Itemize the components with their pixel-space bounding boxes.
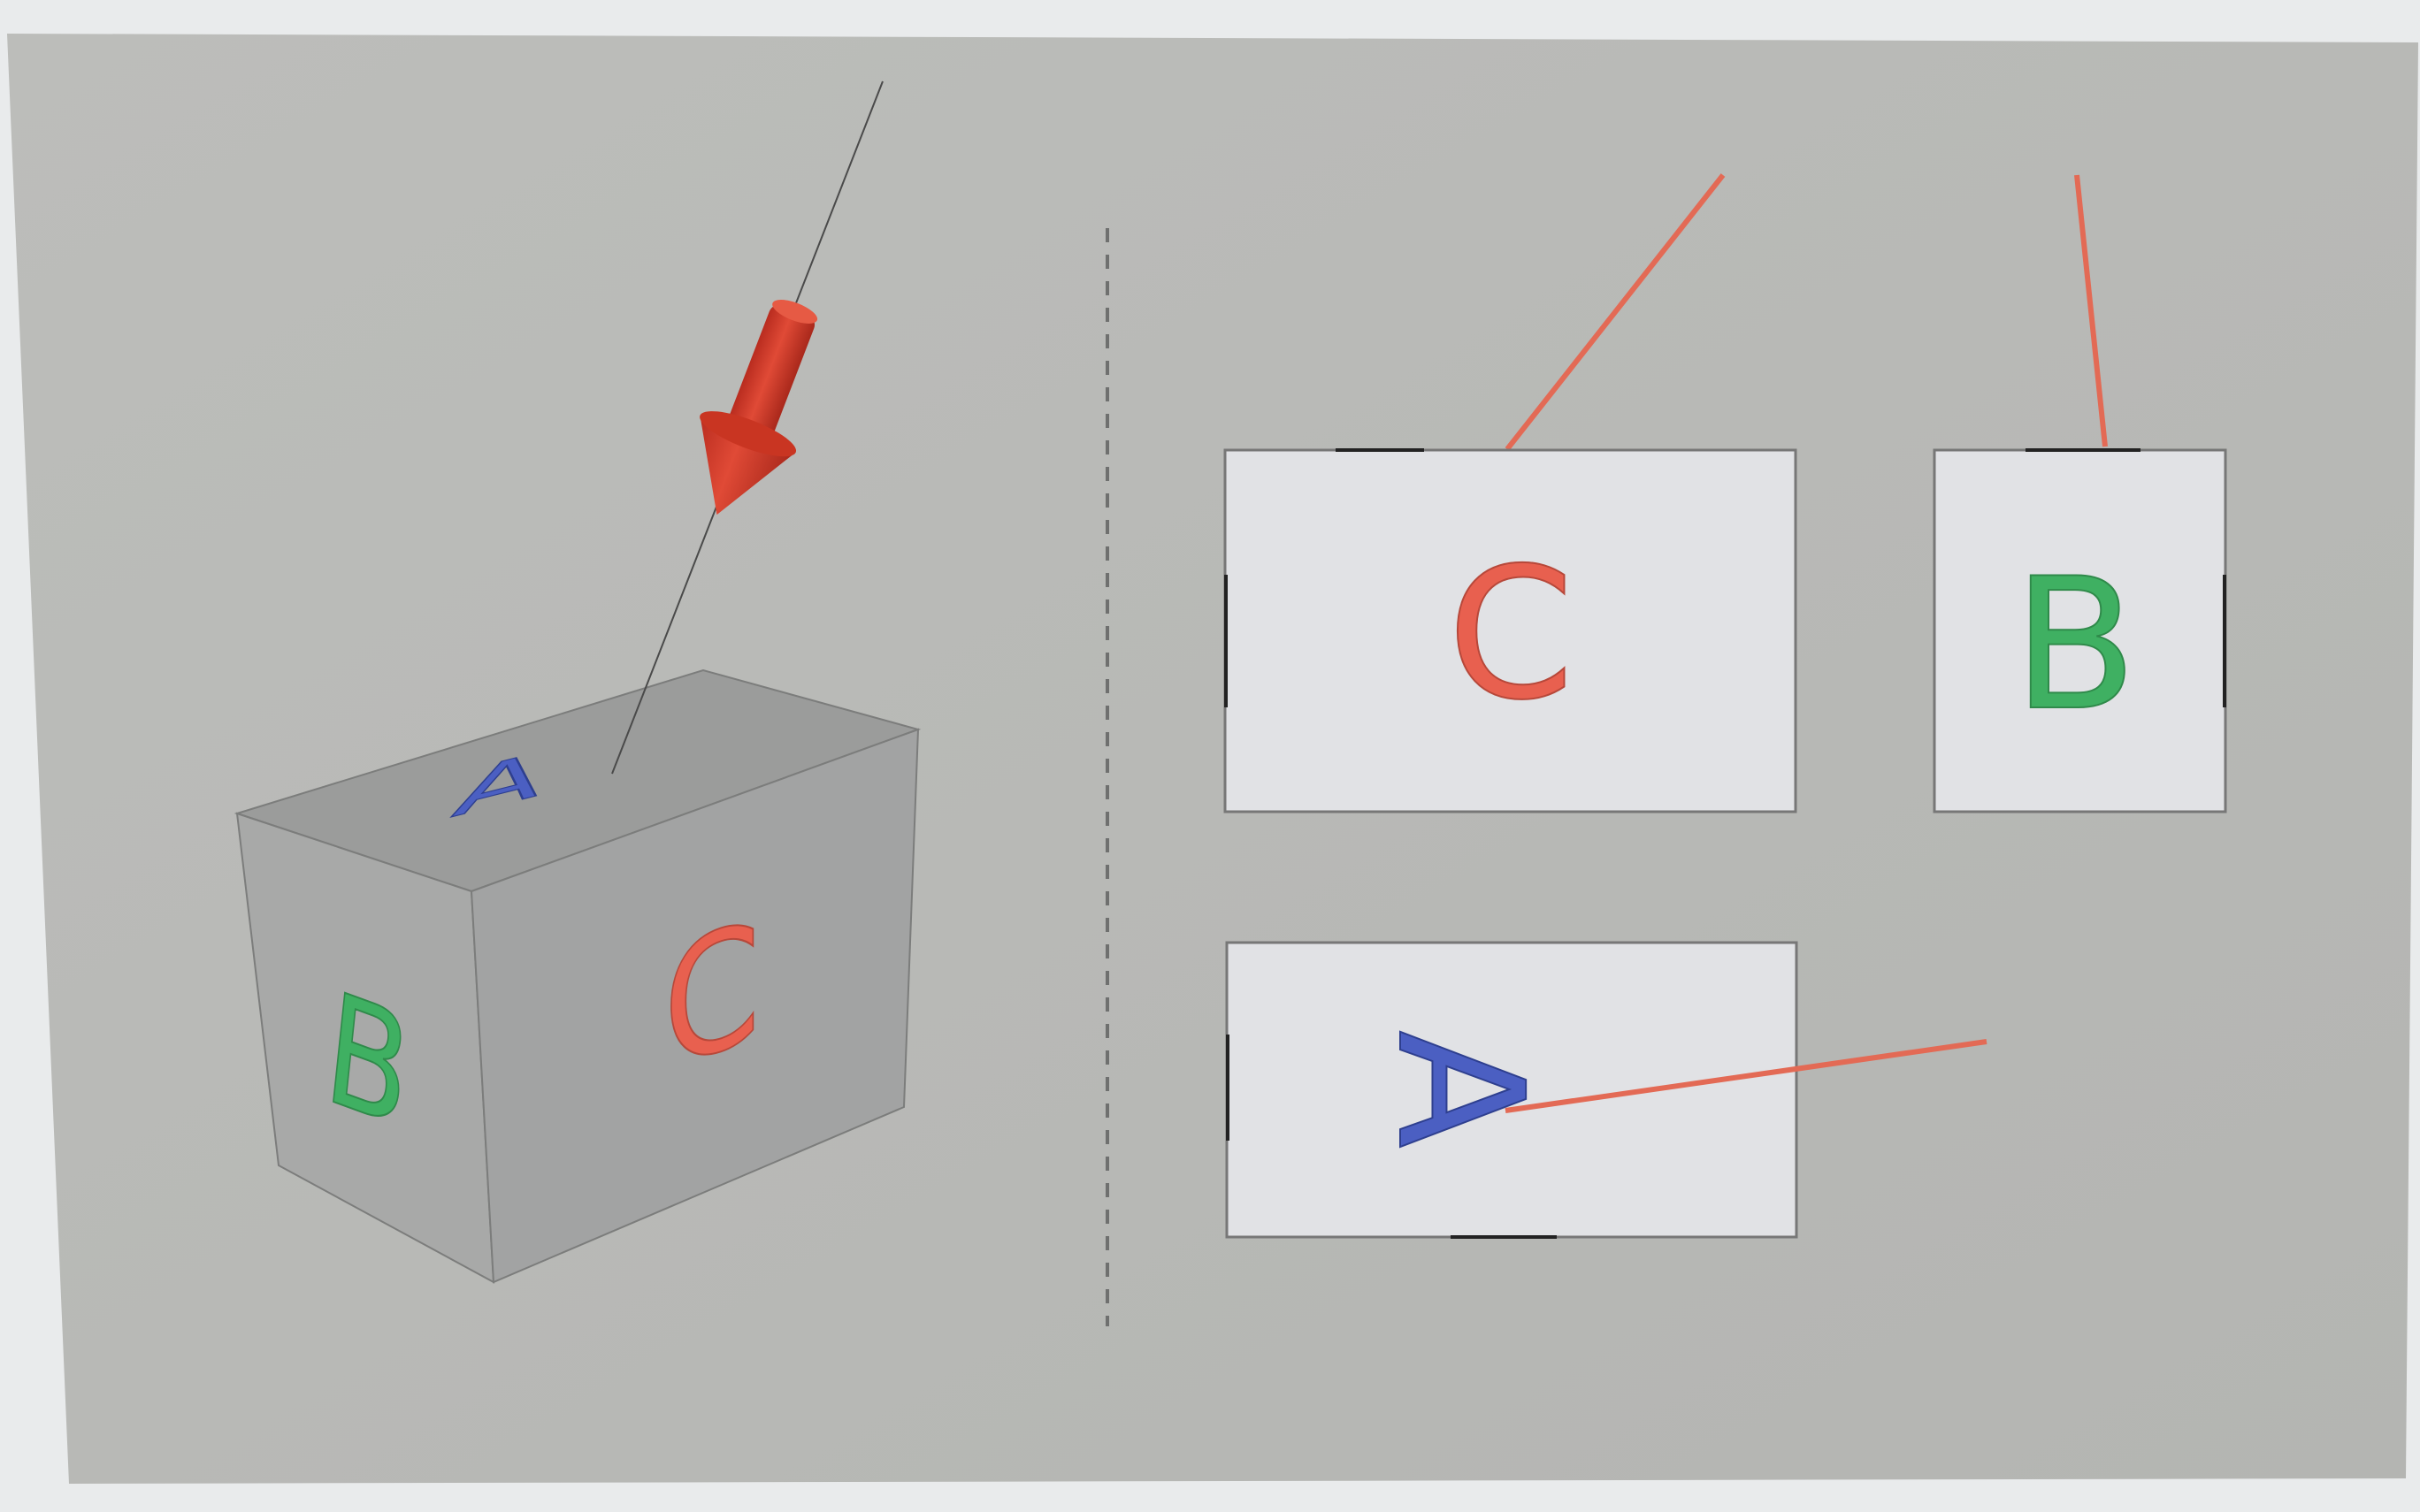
side-view-card: B xyxy=(1933,448,2227,813)
front-view-card: C xyxy=(1223,448,1797,813)
box-front-face xyxy=(470,728,920,1284)
projector-line-side xyxy=(2074,174,2108,447)
top-view-letter: A xyxy=(1359,1030,1560,1148)
projector-line-top xyxy=(1505,1039,1987,1113)
box-face-letter-side: B xyxy=(318,959,417,1163)
box-face-letter-front: C xyxy=(663,885,761,1107)
top-view-card: A xyxy=(1225,941,1798,1239)
front-view-letter: C xyxy=(1447,530,1574,740)
box-3d: A B C xyxy=(234,668,922,1284)
projector-line-front xyxy=(1505,173,1726,451)
view-direction-arrow-icon xyxy=(700,300,818,515)
side-view-letter: B xyxy=(2013,540,2138,751)
